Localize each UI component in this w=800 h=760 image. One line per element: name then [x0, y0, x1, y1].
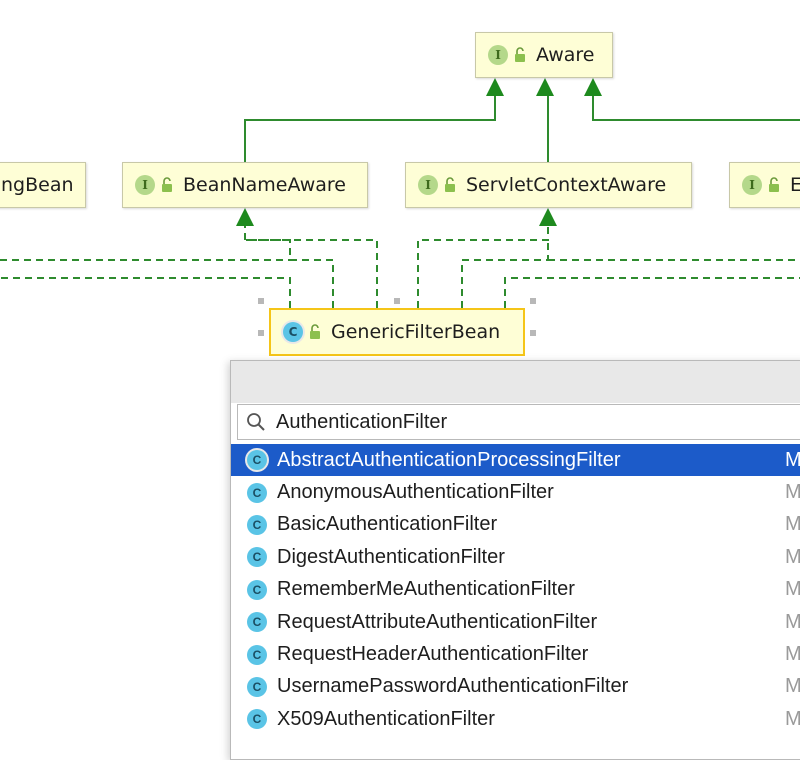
list-item[interactable]: C DigestAuthenticationFilter M [231, 541, 800, 573]
item-label: AbstractAuthenticationProcessingFilter [277, 448, 621, 471]
class-chooser-popup: C AbstractAuthenticationProcessingFilter… [230, 360, 800, 760]
item-label: AnonymousAuthenticationFilter [277, 481, 554, 504]
popup-header[interactable] [231, 361, 800, 403]
item-trail: M [785, 513, 800, 536]
class-icon: C [247, 644, 267, 665]
class-icon: C [247, 450, 267, 471]
unlock-icon [515, 47, 525, 62]
node-label: GenericFilterBean [331, 321, 501, 343]
node-genericfilterbean[interactable]: C GenericFilterBean [269, 308, 525, 356]
item-trail: M [785, 675, 800, 698]
node-right-offscreen[interactable]: I E [729, 162, 800, 208]
interface-icon: I [135, 175, 155, 195]
arrowhead-aware-left [486, 78, 504, 96]
list-item[interactable]: C RequestHeaderAuthenticationFilter M [231, 638, 800, 670]
list-item[interactable]: C UsernamePasswordAuthenticationFilter M [231, 671, 800, 703]
node-aware[interactable]: I Aware [475, 32, 613, 78]
class-icon: C [247, 514, 267, 535]
unlock-icon [310, 324, 320, 339]
item-trail: M [785, 545, 800, 568]
edge-generic-to-beannameaware-a [244, 220, 334, 308]
edge-generic-to-beannameaware-b [245, 239, 378, 308]
item-trail: M [785, 578, 800, 601]
node-label: ServletContextAware [466, 174, 667, 196]
item-trail: M [785, 643, 800, 666]
class-icon: C [247, 612, 267, 633]
node-label: BeanNameAware [183, 174, 346, 196]
node-label: ngBean [1, 174, 74, 196]
selection-handle[interactable] [258, 298, 264, 304]
list-item[interactable]: C X509AuthenticationFilter M [231, 703, 800, 735]
item-label: RememberMeAuthenticationFilter [277, 578, 575, 601]
item-trail: M [785, 448, 800, 471]
class-icon: C [247, 482, 267, 503]
search-icon [247, 413, 265, 431]
edge-beannameaware-to-aware [244, 93, 496, 162]
list-item[interactable]: C BasicAuthenticationFilter M [231, 509, 800, 541]
node-initializingbean[interactable]: ngBean [0, 162, 86, 208]
interface-icon: I [418, 175, 438, 195]
item-label: DigestAuthenticationFilter [277, 545, 505, 568]
list-item[interactable]: C AbstractAuthenticationProcessingFilter… [231, 444, 800, 477]
item-label: UsernamePasswordAuthenticationFilter [277, 675, 629, 698]
list-item[interactable]: C RequestAttributeAuthenticationFilter M [231, 606, 800, 638]
class-icon: C [247, 579, 267, 600]
selection-handle[interactable] [258, 330, 264, 336]
arrowhead-aware-mid [536, 78, 554, 96]
result-list[interactable]: C AbstractAuthenticationProcessingFilter… [231, 444, 800, 736]
edge-generic-to-servletcontextaware-b [461, 240, 549, 308]
node-beannameaware[interactable]: I BeanNameAware [122, 162, 368, 208]
interface-icon: I [488, 45, 508, 65]
selection-handle[interactable] [530, 330, 536, 336]
class-icon: C [247, 676, 267, 697]
item-label: RequestHeaderAuthenticationFilter [277, 643, 589, 666]
item-trail: M [785, 610, 800, 633]
item-trail: M [785, 707, 800, 730]
arrowhead-servletcontextaware [539, 208, 557, 226]
node-servletcontextaware[interactable]: I ServletContextAware [405, 162, 692, 208]
unlock-icon [162, 177, 172, 192]
interface-icon: I [742, 175, 762, 195]
edge-generic-to-left-a [0, 277, 291, 308]
class-icon: C [283, 322, 303, 342]
list-item[interactable]: C AnonymousAuthenticationFilter M [231, 476, 800, 508]
item-label: BasicAuthenticationFilter [277, 513, 498, 536]
list-item[interactable]: C RememberMeAuthenticationFilter M [231, 574, 800, 606]
edge-right-to-aware [592, 93, 800, 121]
node-label: E [790, 174, 800, 196]
arrowhead-beannameaware [236, 208, 254, 226]
edge-generic-to-right [504, 277, 800, 308]
edge-generic-to-servletcontextaware-a [417, 220, 549, 308]
unlock-icon [769, 177, 779, 192]
selection-handle[interactable] [530, 298, 536, 304]
item-label: RequestAttributeAuthenticationFilter [277, 610, 598, 633]
selection-handle[interactable] [394, 298, 400, 304]
class-icon: C [247, 709, 267, 730]
class-icon: C [247, 547, 267, 568]
item-trail: M [785, 481, 800, 504]
search-input[interactable] [276, 410, 756, 434]
node-label: Aware [536, 44, 595, 66]
item-label: X509AuthenticationFilter [277, 707, 495, 730]
arrowhead-aware-right [584, 78, 602, 96]
unlock-icon [445, 177, 455, 192]
search-box[interactable] [237, 404, 800, 440]
